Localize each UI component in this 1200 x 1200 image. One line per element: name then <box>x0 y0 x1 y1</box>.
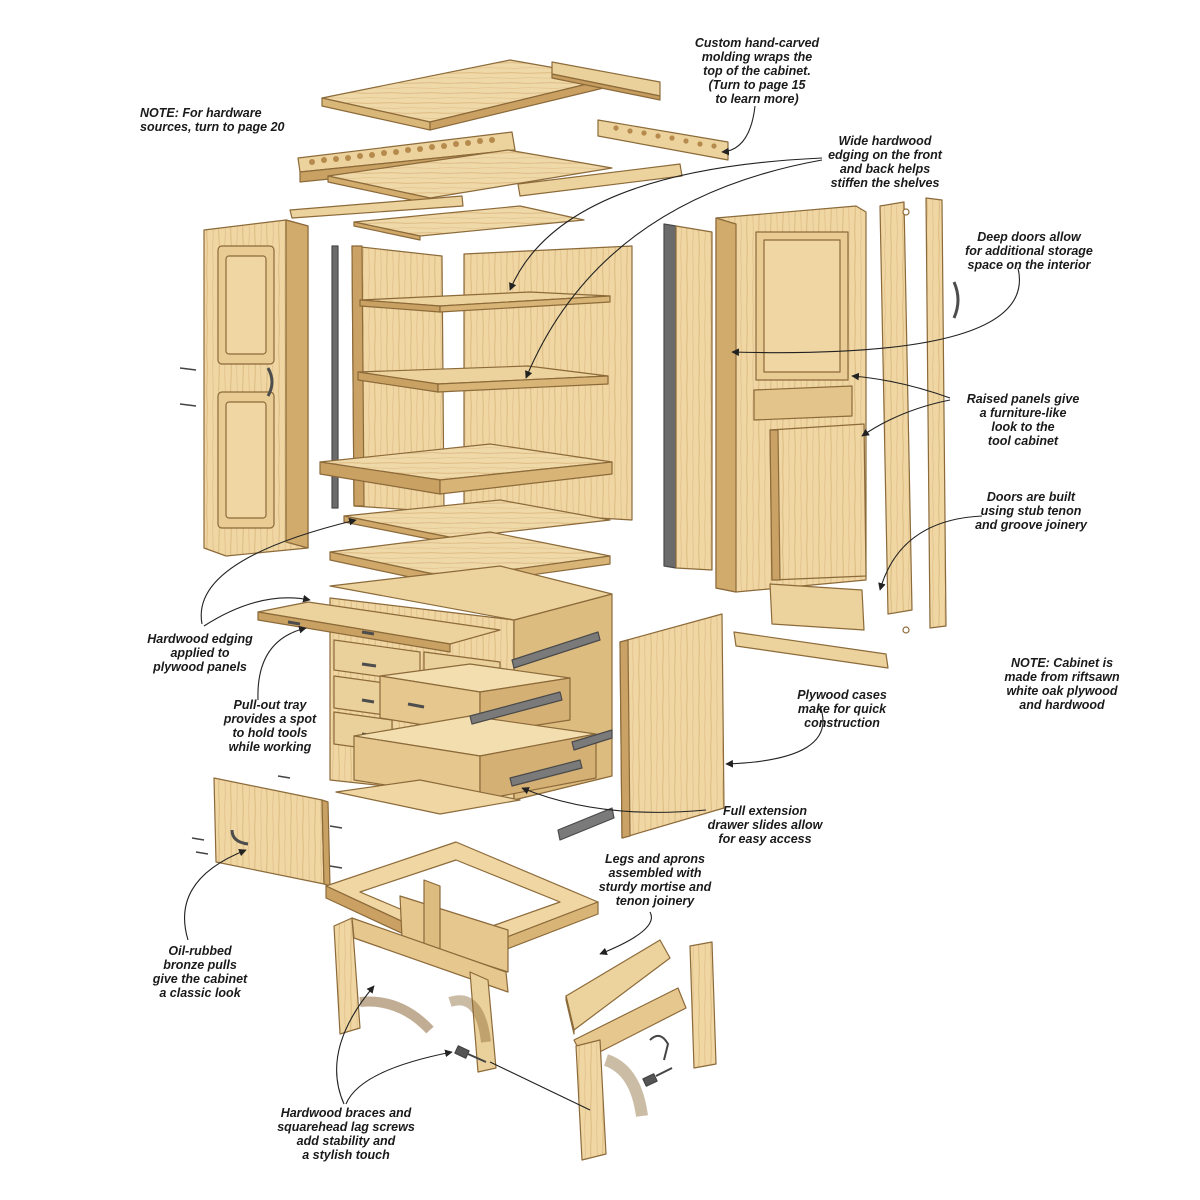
callout-cabinet-note: NOTE: Cabinet is made from riftsawn whit… <box>1004 656 1120 712</box>
callout-hardwood-edging-shelves: Wide hardwood edging on the front and ba… <box>828 134 942 190</box>
callout-hardware-note: NOTE: For hardware sources, turn to page… <box>140 106 285 134</box>
door-bottom-strip <box>733 631 889 669</box>
callout-bronze-pulls: Oil-rubbed bronze pulls give the cabinet… <box>152 944 248 1000</box>
callout-legs-aprons: Legs and aprons assembled with sturdy mo… <box>598 852 712 908</box>
case-top <box>353 205 585 241</box>
side-leg-assembly <box>573 987 687 1161</box>
callout-deep-doors: Deep doors allow for additional storage … <box>965 230 1093 272</box>
callout-edging-plywood: Hardwood edging applied to plywood panel… <box>147 632 253 674</box>
case-bottom <box>343 499 611 545</box>
callout-molding: Custom hand-carved molding wraps the top… <box>694 36 820 106</box>
door-stile-edge <box>902 197 947 634</box>
open-drawer-lower <box>335 715 597 815</box>
middle-shelf <box>357 365 609 393</box>
side-apron <box>565 939 671 1035</box>
left-door <box>203 219 309 557</box>
lag-screws <box>454 1034 673 1087</box>
piano-hinge-right <box>663 223 677 569</box>
right-side-panel <box>675 225 713 571</box>
dowel-markers <box>179 367 343 869</box>
callout-raised-panels: Raised panels give a furniture-like look… <box>966 392 1080 448</box>
pullout-tray <box>257 601 501 653</box>
callout-stub-tenon: Doors are built using stub tenon and gro… <box>975 490 1087 532</box>
molding-strip-left <box>289 195 464 219</box>
base-case-side-panel <box>619 613 725 839</box>
raised-panel <box>769 423 867 581</box>
callout-drawer-slides: Full extension drawer slides allow for e… <box>707 804 823 846</box>
molding-strip-back <box>517 163 683 197</box>
door-bottom-rail <box>769 583 865 631</box>
right-door-pull <box>952 281 960 319</box>
callout-braces: Hardwood braces and squarehead lag screw… <box>277 1106 415 1162</box>
drawer-slide-rails <box>469 631 615 841</box>
loose-drawer-front <box>213 777 331 887</box>
callout-pullout-tray: Pull-out tray provides a spot to hold to… <box>223 698 317 754</box>
molding-strip-right <box>551 61 661 101</box>
piano-hinge-left <box>331 245 339 509</box>
top-frame <box>327 149 613 205</box>
leader-lines <box>184 105 1020 1111</box>
stand-apron-back <box>399 879 509 973</box>
carved-molding-side <box>597 119 729 161</box>
upper-shelf <box>359 291 611 313</box>
door-stile-front <box>879 201 913 615</box>
callout-plywood-cases: Plywood cases make for quick constructio… <box>797 688 887 730</box>
top-panel <box>321 59 613 131</box>
stand-front-leg <box>333 917 509 1073</box>
rear-leg <box>689 941 717 1069</box>
lower-shelf <box>319 443 613 495</box>
